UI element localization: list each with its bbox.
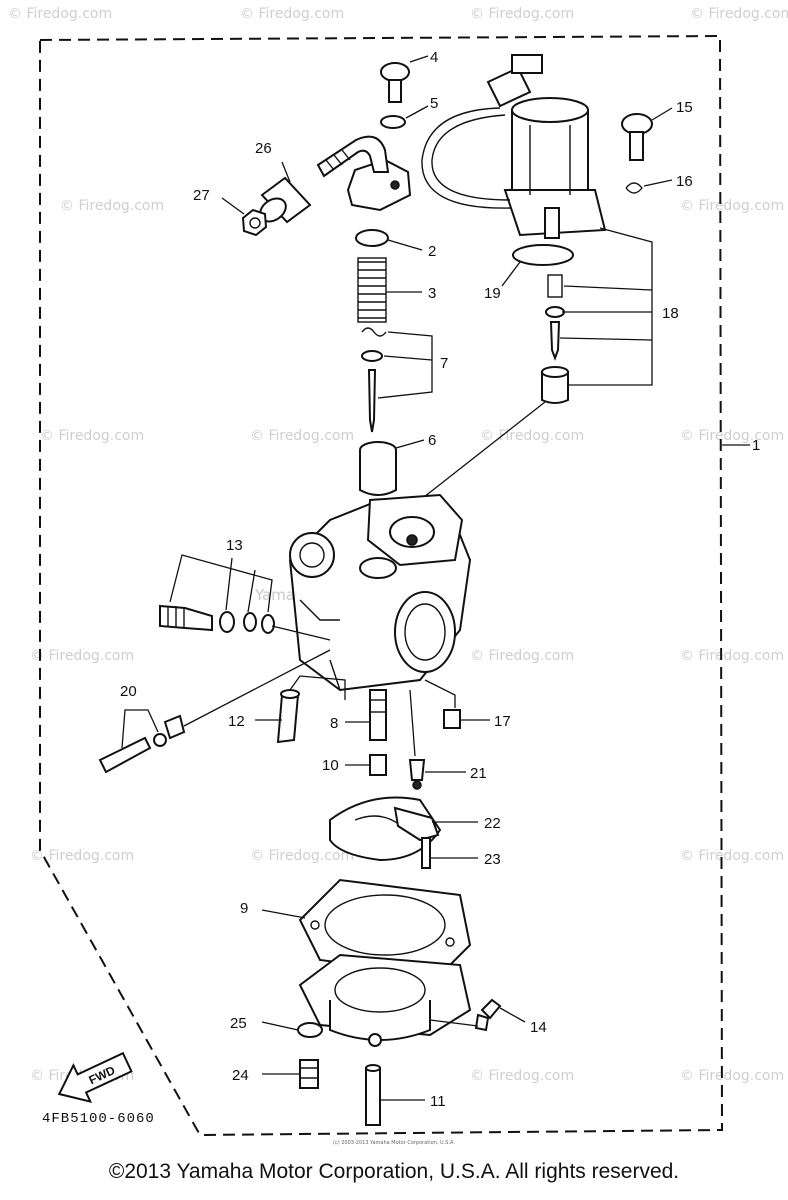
callout-9: 9 — [240, 900, 248, 917]
part-9-gasket — [261, 878, 472, 977]
callout-5: 5 — [430, 95, 438, 112]
part-13-adjuster-set — [159, 554, 331, 641]
callout-4: 4 — [430, 49, 438, 66]
watermark: © Firedog.com — [680, 648, 784, 664]
part-12-jet-holder — [255, 675, 346, 744]
part-16-washer — [625, 179, 673, 194]
watermark: © Firedog.com — [680, 848, 784, 864]
part-15-screw — [621, 107, 673, 161]
callout-22: 22 — [484, 815, 501, 832]
callout-2: 2 — [428, 243, 436, 260]
part-22-float — [329, 796, 478, 862]
callout-18: 18 — [662, 305, 679, 322]
callout-17: 17 — [494, 713, 511, 730]
part-carb-cap — [316, 135, 412, 212]
fine-print: (c) 2003-2013 Yamaha Motor Corporation, … — [333, 1140, 455, 1146]
part-2-o-ring — [355, 229, 423, 251]
callout-8: 8 — [330, 715, 338, 732]
part-5-washer — [380, 105, 429, 129]
callout-19: 19 — [484, 285, 501, 302]
callout-27: 27 — [193, 187, 210, 204]
part-float-bowl — [298, 953, 472, 1047]
callout-20: 20 — [120, 683, 137, 700]
part-1-carburetor-body — [288, 493, 472, 692]
part-23-float-pin — [421, 837, 478, 869]
part-25-washer — [261, 1021, 323, 1038]
copyright-notice: ©2013 Yamaha Motor Corporation, U.S.A. A… — [108, 1160, 680, 1183]
callout-1: 1 — [752, 437, 760, 454]
watermark: © Firedog.com — [60, 198, 164, 214]
callout-24: 24 — [232, 1067, 249, 1084]
callout-labels: 1 2 3 4 5 6 7 8 9 10 11 12 13 14 15 16 1… — [120, 49, 760, 1110]
part-8-jet — [345, 689, 387, 741]
callout-14: 14 — [530, 1019, 547, 1036]
watermark: © Firedog.com — [240, 6, 344, 22]
watermark: © Firedog.com — [250, 848, 354, 864]
part-26-hose — [259, 161, 312, 224]
callout-12: 12 — [228, 713, 245, 730]
part-21-needle-valve — [408, 689, 466, 790]
callout-3: 3 — [428, 285, 436, 302]
part-19-o-ring — [501, 244, 574, 287]
part-7-needle-set — [361, 327, 433, 433]
watermark: © Firedog.com — [680, 1068, 784, 1084]
callout-10: 10 — [322, 757, 339, 774]
callout-21: 21 — [470, 765, 487, 782]
part-14-drain-screw — [429, 998, 526, 1032]
callout-23: 23 — [484, 851, 501, 868]
assembly-boundary — [39, 34, 724, 1137]
part-24-screw — [262, 1059, 319, 1089]
watermark: © Firedog.com — [40, 428, 144, 444]
callout-26: 26 — [255, 140, 272, 157]
callout-11: 11 — [430, 1093, 446, 1110]
callout-25: 25 — [230, 1015, 247, 1032]
part-auto-choke-unit — [421, 54, 607, 239]
watermark: © Firedog.com — [30, 648, 134, 664]
watermark: © Firedog.com — [680, 428, 784, 444]
part-3-spring — [357, 257, 422, 323]
part-11-drain-hose — [365, 1064, 425, 1126]
part-17-plug — [424, 679, 490, 729]
watermark: © Firedog.com — [470, 6, 574, 22]
watermark: © Firedog.com — [470, 1068, 574, 1084]
callout-16: 16 — [676, 173, 693, 190]
part-10-main-jet — [345, 754, 387, 776]
watermark: © Firedog.com — [690, 6, 788, 22]
callout-7: 7 — [440, 355, 448, 372]
part-6-throttle-valve — [359, 439, 425, 496]
diagram-code: 4FB5100-6060 — [42, 1111, 155, 1127]
watermark: © Firedog.com — [250, 428, 354, 444]
callout-15: 15 — [676, 99, 693, 116]
watermark: © Firedog.com — [470, 648, 574, 664]
watermark: © Firedog.com — [8, 6, 112, 22]
watermark: © Firedog.com — [30, 848, 134, 864]
leader-18-to-body — [409, 401, 546, 509]
part-27-nut — [221, 197, 268, 237]
watermark: © Firedog.com — [480, 428, 584, 444]
part-20-screw-set — [98, 649, 331, 774]
part-18-plunger-set — [541, 227, 653, 404]
callout-13: 13 — [226, 537, 243, 554]
part-4-screw — [380, 55, 429, 103]
callout-6: 6 — [428, 432, 436, 449]
watermark: © Firedog.com — [680, 198, 784, 214]
